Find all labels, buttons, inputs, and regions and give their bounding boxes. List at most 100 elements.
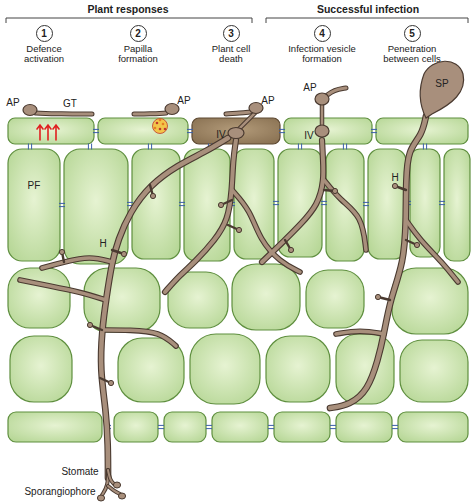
hypha-outline bbox=[101, 138, 228, 478]
pit-line bbox=[426, 144, 427, 150]
pit-line bbox=[93, 132, 99, 133]
pit-line bbox=[321, 204, 327, 205]
step-marker: 4Infection vesicle formation bbox=[278, 25, 366, 65]
hypha-outline bbox=[406, 220, 458, 282]
plant-cell bbox=[398, 412, 468, 442]
pit-line bbox=[423, 144, 424, 150]
hypha bbox=[101, 138, 228, 478]
pit-line bbox=[31, 144, 32, 150]
part-label: AP bbox=[177, 96, 190, 106]
haustorium bbox=[285, 240, 294, 253]
part-label: AP bbox=[6, 98, 19, 108]
pit-field bbox=[273, 201, 279, 204]
pit-field bbox=[88, 144, 91, 150]
pit-line bbox=[268, 428, 274, 429]
hypha bbox=[324, 180, 366, 250]
pit-line bbox=[439, 204, 445, 205]
step-label: Papilla formation bbox=[107, 44, 169, 65]
pit-line bbox=[158, 425, 164, 426]
part-label: IV bbox=[216, 130, 225, 140]
germ-tube bbox=[134, 113, 166, 114]
defence-arrow bbox=[37, 125, 43, 140]
hypha-outline bbox=[262, 140, 323, 262]
hypha-outline bbox=[165, 140, 236, 292]
haustorium bbox=[375, 294, 390, 300]
hypha bbox=[20, 280, 106, 300]
hypha-outline bbox=[42, 258, 112, 268]
pit-line bbox=[206, 428, 212, 429]
surface-structures bbox=[23, 61, 464, 140]
plant-cell bbox=[190, 334, 260, 404]
haustorium-tip bbox=[59, 249, 64, 254]
hypha bbox=[336, 331, 384, 334]
hypha-outline bbox=[330, 116, 426, 408]
part-label: PF bbox=[28, 181, 41, 191]
pit-line bbox=[330, 425, 336, 426]
papilla-dot bbox=[154, 127, 157, 130]
plant-cell bbox=[336, 412, 392, 442]
step-number: 1 bbox=[36, 25, 53, 42]
pit-line bbox=[206, 425, 212, 426]
haustorium bbox=[59, 249, 64, 262]
plant-cell bbox=[284, 118, 372, 144]
plant-cell bbox=[8, 118, 94, 144]
germ-tube bbox=[326, 88, 346, 96]
pit-line bbox=[371, 132, 377, 133]
pit-line bbox=[59, 203, 65, 204]
hypha bbox=[102, 330, 176, 346]
part-label: SP bbox=[435, 79, 448, 89]
plant-cell bbox=[400, 340, 468, 402]
pit-field bbox=[439, 201, 445, 204]
part-label: H bbox=[391, 173, 398, 183]
group-heading: Plant responses bbox=[87, 4, 168, 15]
part-label: Stomate bbox=[61, 467, 98, 477]
pit-line bbox=[371, 129, 377, 130]
pit-line bbox=[187, 132, 193, 133]
step-number: 4 bbox=[314, 25, 331, 42]
pit-line bbox=[301, 144, 302, 150]
haustorium bbox=[392, 183, 406, 190]
infection-vesicle bbox=[228, 128, 244, 139]
plant-cell bbox=[8, 268, 70, 328]
plant-cell bbox=[98, 118, 188, 144]
hyphae bbox=[20, 116, 458, 478]
pit-field bbox=[93, 129, 99, 132]
haustorium bbox=[228, 225, 242, 233]
hypha bbox=[262, 140, 323, 262]
haustorium-tip bbox=[236, 227, 241, 232]
group-heading: Successful infection bbox=[317, 4, 419, 15]
haustorium-tip bbox=[288, 247, 293, 252]
spore bbox=[420, 61, 463, 118]
germ-tube-outline bbox=[326, 88, 346, 96]
haustoria bbox=[59, 183, 419, 385]
pit-field bbox=[28, 144, 31, 150]
pit-line bbox=[279, 132, 285, 133]
haustorium-tip bbox=[108, 380, 113, 385]
plant-cell bbox=[10, 336, 72, 402]
sporangiophore bbox=[97, 470, 125, 501]
sporangium bbox=[113, 482, 120, 488]
papilla bbox=[153, 119, 168, 134]
appressorium bbox=[165, 104, 179, 115]
haustorium bbox=[100, 378, 114, 386]
infection-vesicle bbox=[315, 125, 329, 137]
pit-line bbox=[273, 204, 279, 205]
pit-line bbox=[392, 425, 398, 426]
papilla-dot bbox=[162, 123, 165, 126]
part-label: AP bbox=[261, 96, 274, 106]
pit-line bbox=[363, 202, 369, 203]
pit-field bbox=[343, 144, 346, 150]
haustorium bbox=[324, 188, 338, 193]
haustorium bbox=[406, 240, 420, 248]
pit-line bbox=[321, 201, 327, 202]
pit-field bbox=[321, 201, 327, 204]
pit-line bbox=[273, 201, 279, 202]
pit-field bbox=[59, 203, 65, 206]
pit-line bbox=[59, 206, 65, 207]
step-label: Penetration between cells bbox=[376, 44, 448, 65]
papilla-dot bbox=[159, 128, 162, 131]
pit-field bbox=[298, 144, 301, 150]
pit-field bbox=[206, 425, 212, 428]
pit-fields bbox=[28, 129, 445, 428]
